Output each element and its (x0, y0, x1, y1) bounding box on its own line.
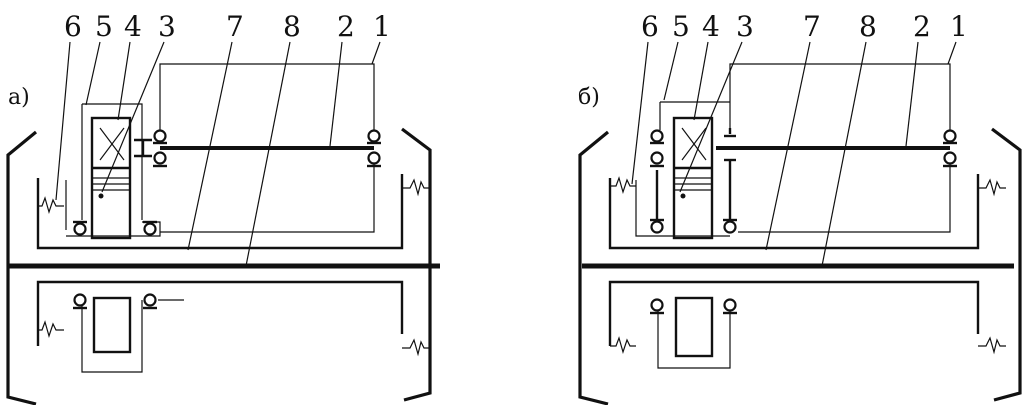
diagram-b-label-1: 1 (950, 10, 968, 43)
diagram-a-label-6: 6 (64, 10, 82, 43)
diagram-a-label-1: 1 (373, 10, 391, 43)
diagram-b-motor (672, 116, 714, 240)
diagram-a-lower-motor (81, 296, 184, 373)
diagram-b-label-3: 3 (736, 10, 754, 43)
diagram-b-lower-motor (657, 296, 731, 369)
diagram-b-output-shaft (716, 128, 950, 222)
diagram-a-bearings (73, 129, 381, 310)
diagram-a-output-shaft (134, 138, 374, 158)
diagram-b-label-8: 8 (859, 10, 877, 43)
diagram-a: а) 6 5 4 3 7 8 2 1 (6, 10, 440, 405)
diagram-a-label-5: 5 (95, 10, 113, 43)
diagram-b-springs (610, 176, 1006, 355)
diagram-b-bearings (650, 129, 957, 315)
diagram-a-sub-label: а) (8, 85, 30, 110)
diagram-a-label-3: 3 (158, 10, 176, 43)
diagram-a-label-7: 7 (226, 10, 244, 43)
diagram-a-frame (65, 63, 375, 237)
diagram-b-label-5: 5 (672, 10, 690, 43)
diagram-b-label-2: 2 (913, 10, 931, 43)
diagram-a-label-8: 8 (283, 10, 301, 43)
diagram-b-frame (635, 63, 951, 237)
diagram-a-motor (90, 116, 132, 240)
diagram-a-label-4: 4 (124, 10, 142, 43)
diagram-b-housing (578, 127, 1022, 405)
diagram-a-springs (38, 178, 430, 357)
diagram-b: б) 6 5 4 3 7 8 2 1 (578, 10, 1022, 405)
diagram-a-housing (6, 127, 432, 405)
diagram-b-label-7: 7 (803, 10, 821, 43)
diagram-b-label-4: 4 (702, 10, 720, 43)
diagram-b-sub-label: б) (578, 85, 600, 110)
diagram-a-label-2: 2 (337, 10, 355, 43)
diagram-b-label-6: 6 (641, 10, 659, 43)
